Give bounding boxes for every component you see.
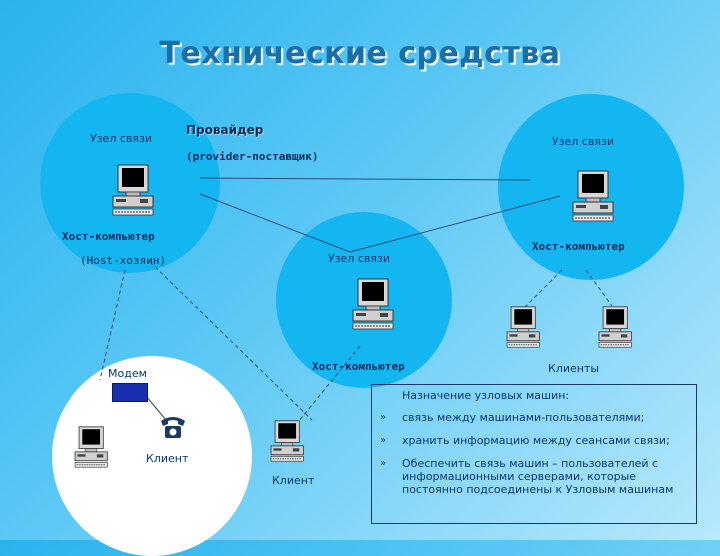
top-right-node-label: Узел связи	[552, 135, 614, 148]
info-box-title: Назначение узловых машин:	[402, 389, 570, 402]
telephone-icon	[161, 417, 185, 438]
client-bottom-label: Клиент	[272, 474, 315, 487]
bullet-arrow-icon: »	[380, 412, 387, 423]
info-box: Назначение узловых машин: » связь между м…	[371, 384, 697, 524]
computer-icon	[270, 420, 304, 462]
info-box-list: » связь между машинами-пользователями; » х…	[372, 411, 692, 506]
host-center-label: Хост-компьютер	[312, 360, 405, 373]
list-item-text: Обеспечить связь машин – пользователей с…	[402, 457, 674, 496]
computer-icon	[352, 278, 394, 330]
list-item: » связь между машинами-пользователями;	[372, 411, 692, 424]
computer-icon	[74, 426, 108, 468]
top-left-node-label: Узел связи	[90, 132, 152, 145]
modem-icon	[112, 383, 148, 402]
list-item-text: хранить информацию между сеансами связи;	[402, 434, 670, 447]
provider-sub-label: (provider-поставщик)	[186, 150, 319, 163]
computer-icon	[112, 164, 154, 216]
connection-lines	[99, 177, 613, 433]
list-item: » хранить информацию между сеансами связи…	[372, 434, 692, 447]
computer-icon	[506, 306, 540, 348]
computer-icon	[572, 170, 614, 222]
client-left-label: Клиент	[146, 452, 189, 465]
computer-icon	[598, 306, 632, 348]
modem-label: Модем	[108, 367, 147, 380]
provider-label: Провайдер	[186, 123, 264, 137]
host-left-label: Хост-компьютер	[62, 230, 155, 243]
host-left-sub-label: (Host-хозяин)	[80, 254, 167, 267]
center-node-label: Узел связи	[328, 252, 390, 265]
clients-right-label: Клиенты	[548, 362, 600, 375]
bullet-arrow-icon: »	[380, 458, 387, 469]
bullet-arrow-icon: »	[380, 435, 387, 446]
list-item: » Обеспечить связь машин – пользователей …	[372, 457, 692, 496]
host-right-label: Хост-компьютер	[532, 240, 625, 253]
list-item-text: связь между машинами-пользователями;	[402, 411, 645, 424]
page-title: Технические средства	[159, 36, 561, 71]
